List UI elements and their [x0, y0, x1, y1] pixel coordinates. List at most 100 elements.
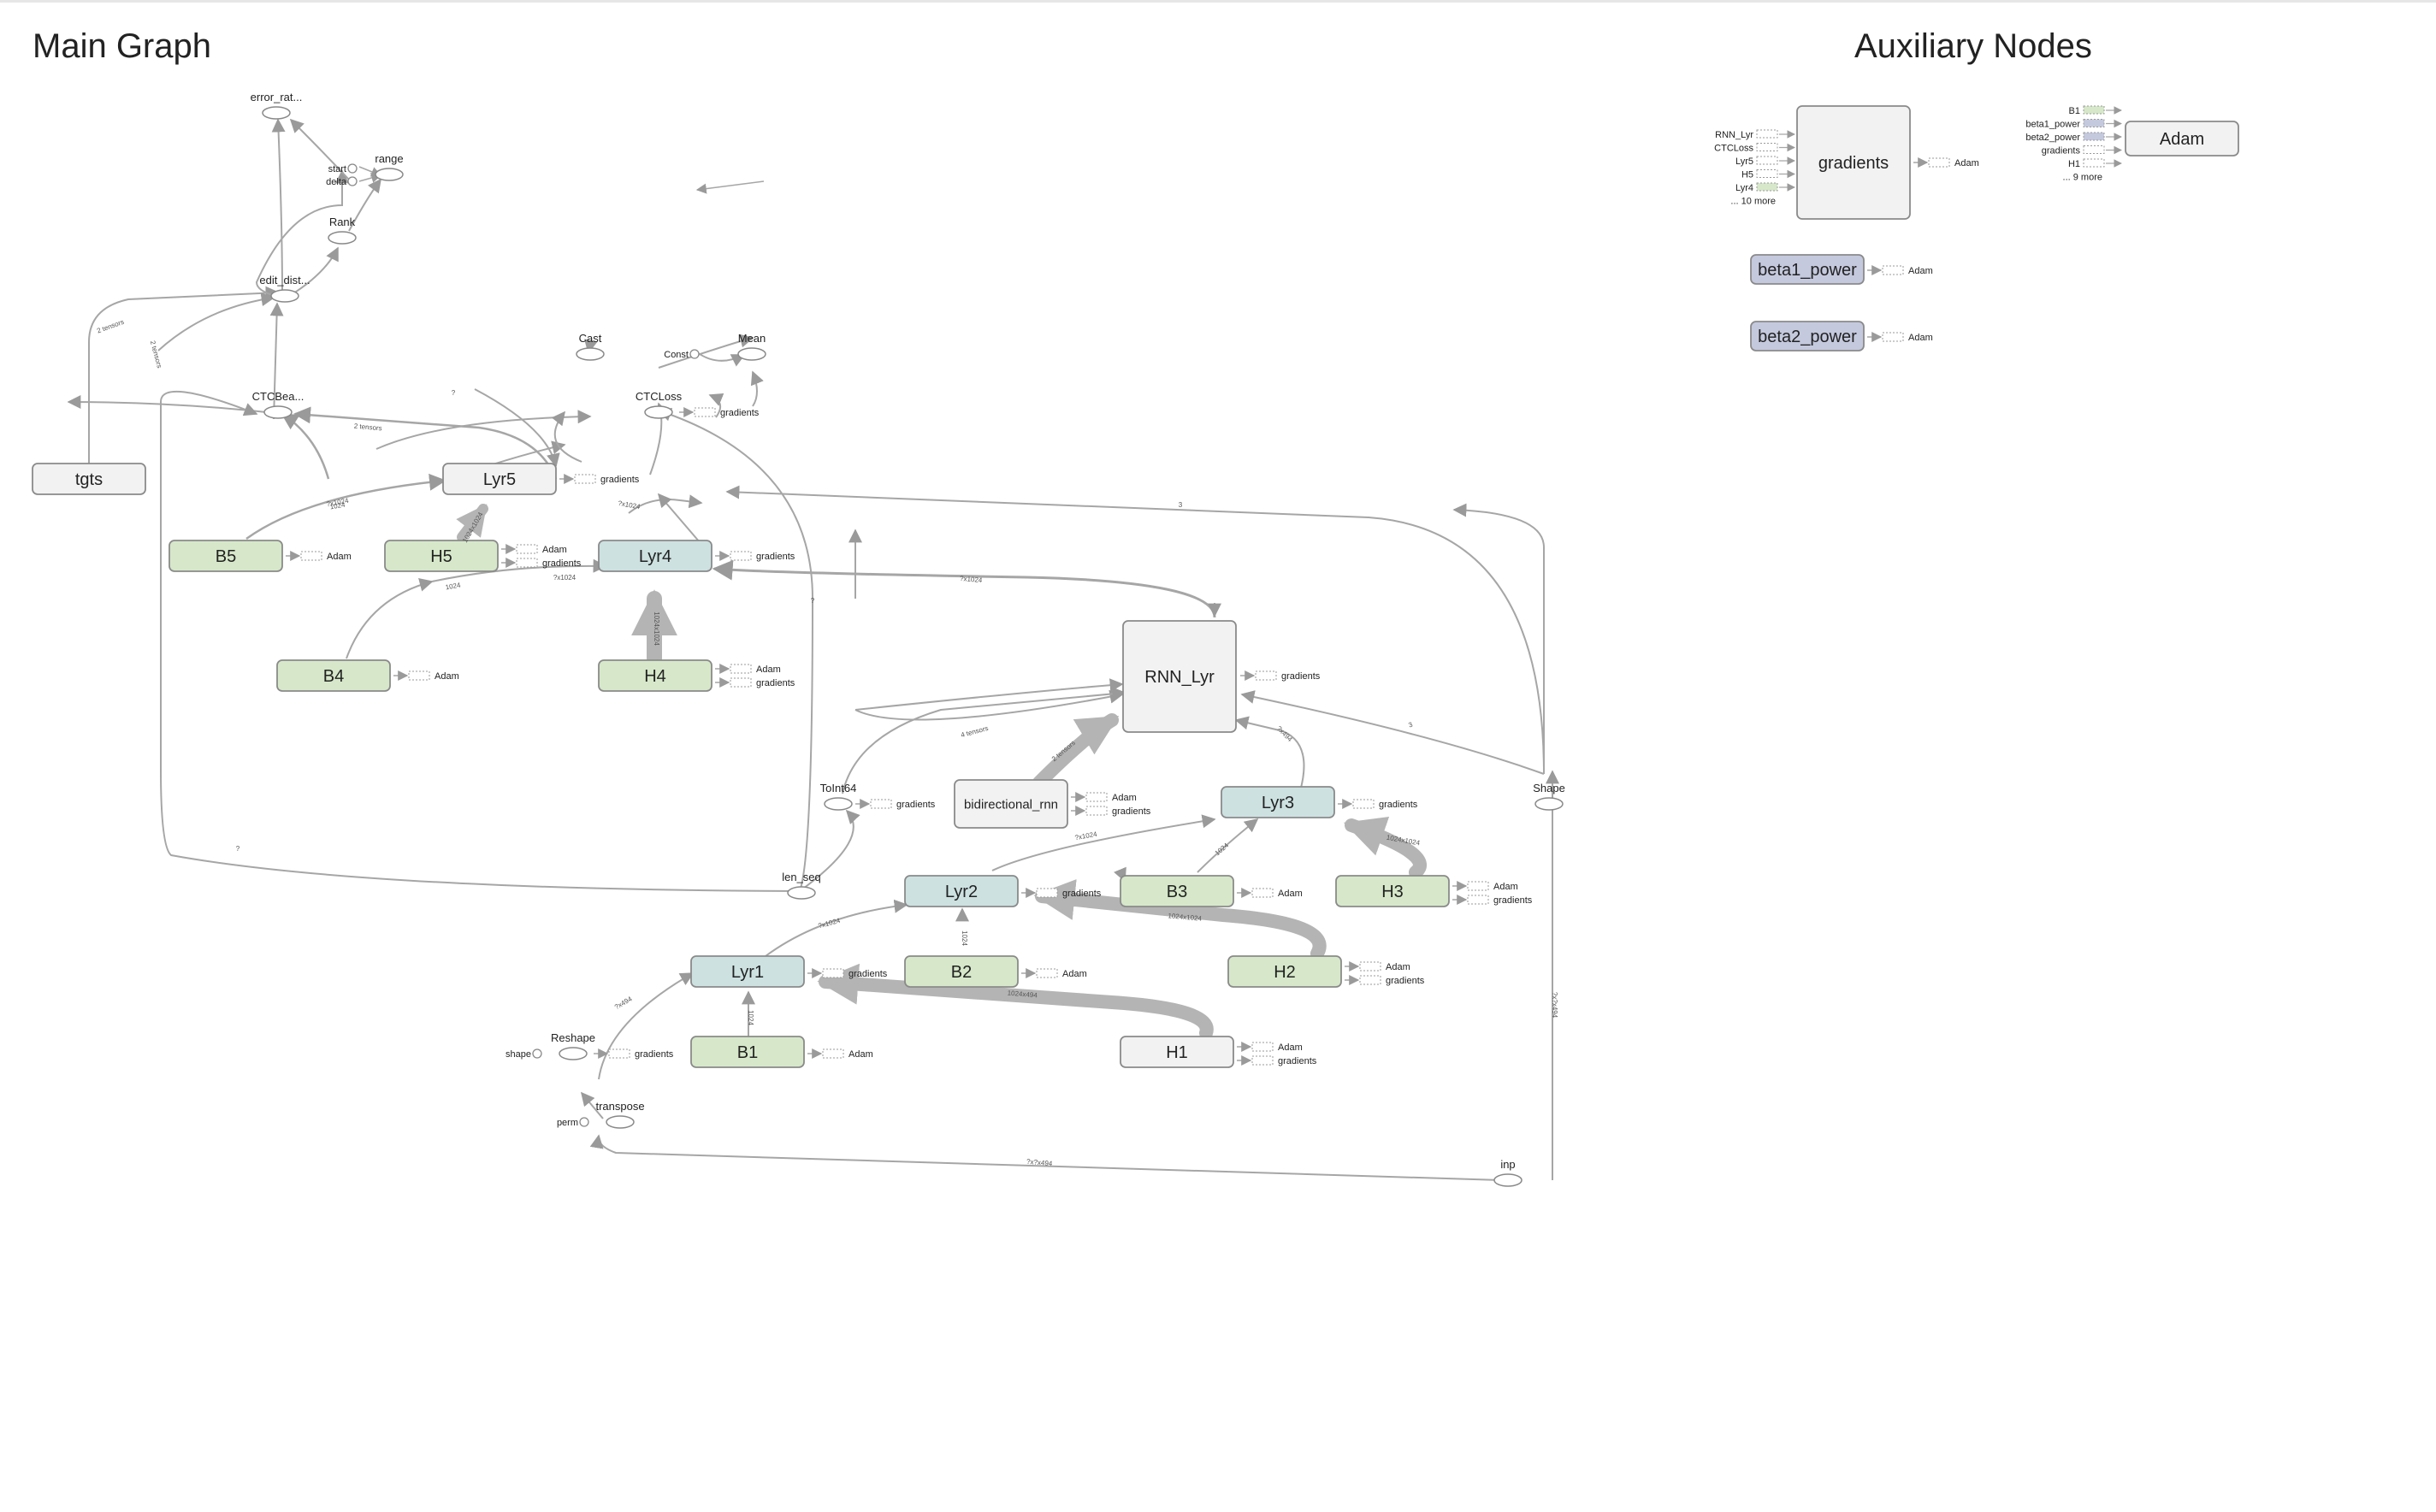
op-node-shape[interactable]: Shape	[1533, 782, 1565, 811]
aux-ref-adam[interactable]: Adam	[1867, 265, 1933, 276]
aux-ref-gradients[interactable]: gradients	[807, 968, 888, 979]
node-lyr3[interactable]: Lyr3	[1221, 786, 1335, 818]
op-node-cast[interactable]: Cast	[576, 332, 605, 361]
node-b3[interactable]: B3	[1120, 875, 1234, 907]
node-label: B5	[216, 547, 236, 566]
edge-label: ?x?x494	[1026, 1158, 1053, 1168]
edge	[431, 558, 607, 582]
node-adam-aux[interactable]: Adam	[2125, 121, 2239, 157]
op-node-range[interactable]: range	[375, 152, 404, 181]
gradients-input: Lyr5	[1735, 156, 1795, 167]
aux-ref-adam[interactable]: Adam	[1452, 881, 1518, 892]
aux-ref-label: gradients	[1493, 895, 1533, 906]
edge-label: 1024x494	[1007, 989, 1038, 999]
aux-ref-gradients[interactable]: gradients	[1237, 1055, 1317, 1066]
aux-ref-gradients[interactable]: gradients	[594, 1048, 674, 1060]
aux-ref-gradients[interactable]: gradients	[715, 677, 795, 688]
aux-ref-adam[interactable]: Adam	[1867, 332, 1933, 343]
edge-label: ?x1024	[1074, 830, 1098, 842]
aux-ref-adam[interactable]: Adam	[393, 670, 459, 682]
node-label: Lyr1	[731, 963, 764, 982]
op-label: len_seq	[782, 871, 821, 883]
edge-label: 1024	[747, 1010, 754, 1025]
const-node-perm[interactable]: perm	[557, 1117, 589, 1128]
aux-ref-adam[interactable]: Adam	[286, 551, 352, 562]
aux-ref-gradients[interactable]: gradients	[559, 474, 640, 485]
node-b2[interactable]: B2	[904, 955, 1019, 988]
op-node-ctc-loss[interactable]: CTCLoss	[636, 390, 683, 419]
node-label: Lyr4	[639, 547, 671, 566]
op-node-ctc-beam[interactable]: CTCBea...	[252, 390, 304, 419]
node-lyr2[interactable]: Lyr2	[904, 875, 1019, 907]
node-beta1-power[interactable]: beta1_power	[1750, 254, 1865, 285]
node-h5[interactable]: H5	[384, 540, 499, 572]
const-node-start[interactable]: start	[328, 163, 358, 174]
op-node-reshape[interactable]: Reshape	[551, 1031, 595, 1060]
op-node-edit-dist[interactable]: edit_dist...	[259, 274, 310, 303]
aux-input-label: Lyr4	[1735, 183, 1753, 193]
node-lyr1[interactable]: Lyr1	[690, 955, 805, 988]
aux-ref-adam[interactable]: Adam	[715, 664, 781, 675]
node-tgts[interactable]: tgts	[32, 463, 146, 495]
edge	[991, 814, 1216, 871]
aux-ref-gradients[interactable]: gradients	[501, 558, 582, 569]
node-label: B3	[1167, 883, 1187, 901]
aux-ref-gradients[interactable]: gradients	[1021, 888, 1102, 899]
node-gradients-aux[interactable]: gradients	[1796, 105, 1911, 220]
const-node-const[interactable]: Const	[664, 349, 700, 360]
aux-ref-gradients[interactable]: gradients	[1452, 895, 1533, 906]
node-rnn-lyr[interactable]: RNN_Lyr	[1122, 620, 1237, 733]
aux-ref-gradients[interactable]: gradients	[855, 799, 936, 810]
node-h2[interactable]: H2	[1227, 955, 1342, 988]
edge	[598, 972, 695, 1080]
edge	[346, 577, 434, 659]
op-node-len-seq[interactable]: len_seq	[782, 871, 821, 900]
op-node-toint64[interactable]: ToInt64	[820, 782, 857, 811]
edge	[289, 118, 350, 180]
op-node-error-rate[interactable]: error_rat...	[251, 91, 303, 120]
node-h4[interactable]: H4	[598, 659, 712, 692]
aux-ref-gradients[interactable]: gradients	[1240, 670, 1321, 682]
aux-ref-adam[interactable]: Adam	[1071, 792, 1137, 803]
adam-input: H1	[2068, 158, 2122, 169]
aux-ref-gradients[interactable]: gradients	[679, 407, 760, 418]
aux-ref-gradients[interactable]: gradients	[1345, 975, 1425, 986]
aux-ref-adam[interactable]: Adam	[1237, 888, 1303, 899]
edge	[157, 292, 275, 351]
aux-ref-gradients[interactable]: gradients	[715, 551, 795, 562]
node-h3[interactable]: H3	[1335, 875, 1450, 907]
op-node-inp[interactable]: inp	[1493, 1158, 1522, 1187]
aux-ref-adam[interactable]: Adam	[807, 1048, 873, 1060]
aux-refs-layer: gradientsgradientsAdamAdamgradientsgradi…	[286, 157, 1979, 1066]
aux-ref-gradients[interactable]: gradients	[1338, 799, 1418, 810]
aux-ref-adam[interactable]: Adam	[501, 544, 567, 555]
aux-ref-label: gradients	[848, 969, 888, 979]
edge-labels-layer: ?x10241024x1024?x102410241024?x10241024x…	[96, 318, 1558, 1168]
op-label: inp	[1500, 1158, 1515, 1171]
node-b5[interactable]: B5	[169, 540, 283, 572]
const-node-shape-c[interactable]: shape	[506, 1048, 542, 1060]
thick-edge	[1343, 817, 1427, 879]
const-label: Const	[664, 350, 689, 360]
aux-ref-adam[interactable]: Adam	[1345, 961, 1410, 972]
aux-input-label: beta2_power	[2025, 133, 2080, 143]
aux-ref-adam[interactable]: Adam	[1237, 1042, 1303, 1053]
node-beta2-power[interactable]: beta2_power	[1750, 321, 1865, 351]
node-h1[interactable]: H1	[1120, 1036, 1234, 1068]
adam-input: ... 9 more	[2063, 173, 2102, 183]
op-label: CTCBea...	[252, 390, 304, 403]
node-b1[interactable]: B1	[690, 1036, 805, 1068]
edge-label: 3	[1408, 720, 1415, 729]
const-node-delta[interactable]: delta	[326, 176, 358, 187]
aux-ref-gradients[interactable]: gradients	[1071, 806, 1151, 817]
node-bidirectional-rnn[interactable]: bidirectional_rnn	[954, 779, 1068, 829]
node-lyr5[interactable]: Lyr5	[442, 463, 557, 495]
op-node-transpose[interactable]: transpose	[595, 1100, 645, 1129]
op-node-rank[interactable]: Rank	[328, 216, 357, 245]
node-b4[interactable]: B4	[276, 659, 391, 692]
op-node-mean[interactable]: Mean	[737, 332, 766, 361]
node-lyr4[interactable]: Lyr4	[598, 540, 712, 572]
aux-ref-adam[interactable]: Adam	[1913, 157, 1979, 168]
aux-ref-adam[interactable]: Adam	[1021, 968, 1087, 979]
